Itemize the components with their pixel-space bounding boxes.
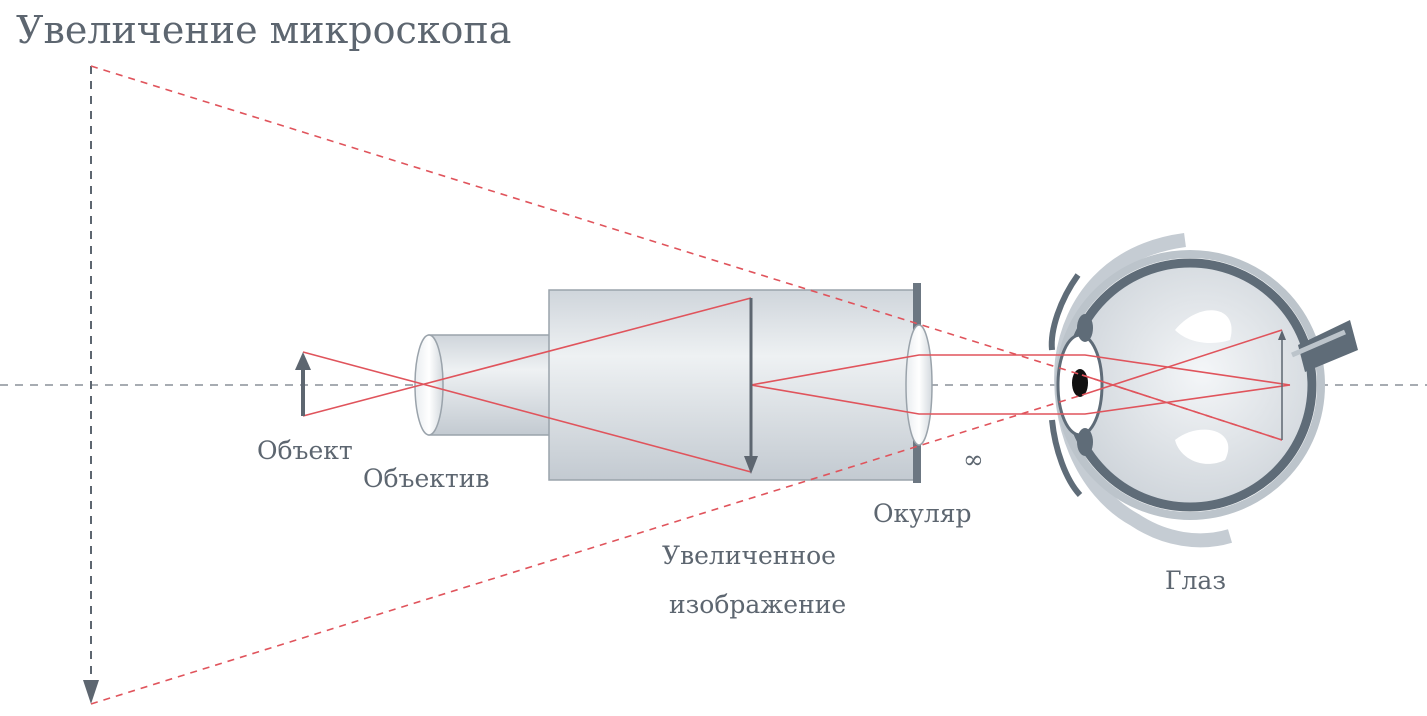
intermediate-image-arrowhead (744, 456, 758, 474)
object-arrowhead (295, 352, 311, 370)
label-object: Объект (257, 436, 353, 465)
eyepiece-lens (905, 324, 933, 446)
label-eye: Глаз (1165, 566, 1226, 595)
label-eyepiece: Окуляр (873, 499, 972, 528)
virtual-image-arrowhead (83, 680, 99, 704)
virtual-rays (90, 65, 1283, 705)
eyeball (1063, 258, 1317, 512)
label-magnified-image-line2: изображение (669, 590, 847, 619)
ray-eyepiece-bottom (750, 384, 1291, 415)
eye-lid-top (1048, 273, 1081, 351)
ray-object-top (302, 351, 752, 473)
virtual-ray-top (90, 65, 1083, 376)
retina-image-arrowhead (1278, 330, 1286, 340)
objective-tube (414, 334, 556, 436)
light-rays (302, 297, 1291, 473)
iris (1077, 314, 1093, 342)
eye-illustration (1048, 233, 1358, 548)
diagram-title: Увеличение микроскопа (16, 8, 512, 52)
ray-retina-top (1081, 329, 1283, 396)
label-magnified-image-line1: Увеличенное (662, 541, 836, 570)
microscope-body-tube (548, 289, 920, 481)
label-objective: Объектив (363, 464, 490, 493)
eye-lid-bottom (1049, 419, 1083, 498)
virtual-ray-bottom (90, 394, 1083, 705)
ray-object-bottom (302, 297, 752, 417)
ray-eyepiece-top (750, 354, 1291, 386)
label-infinity: ∞ (963, 445, 984, 474)
